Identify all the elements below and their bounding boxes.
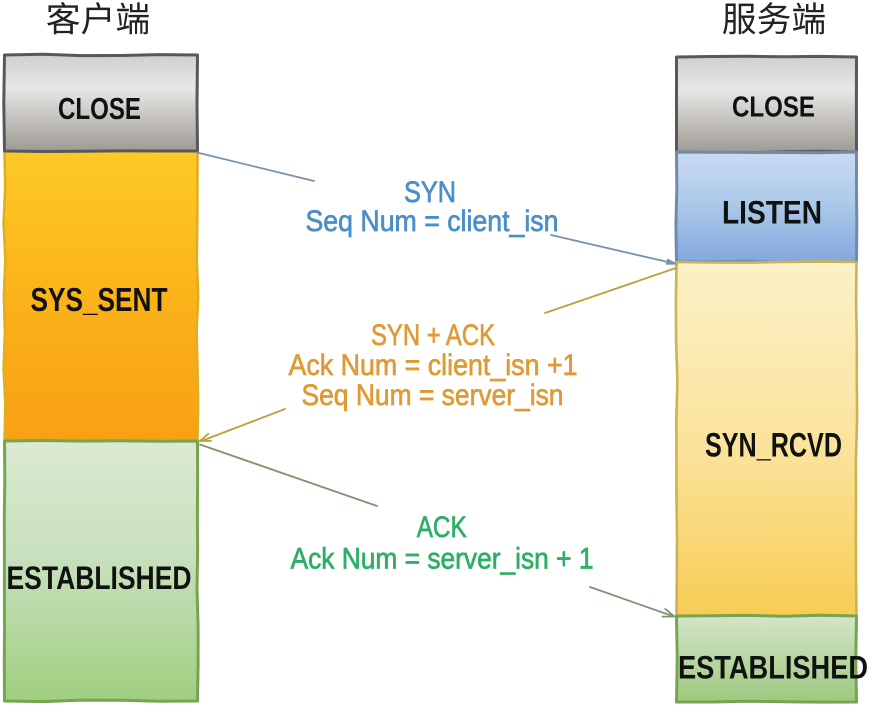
svg-text:Ack Num = client_isn +1: Ack Num = client_isn +1	[289, 349, 578, 382]
svg-text:ESTABLISHED: ESTABLISHED	[678, 650, 868, 686]
svg-text:Ack Num = server_isn + 1: Ack Num = server_isn + 1	[291, 542, 594, 575]
svg-text:ACK: ACK	[417, 511, 467, 544]
svg-text:CLOSE: CLOSE	[58, 91, 141, 126]
svg-text:SYN_RCVD: SYN_RCVD	[705, 427, 842, 465]
svg-text:SYS_SENT: SYS_SENT	[31, 281, 168, 318]
svg-text:SYN: SYN	[404, 176, 456, 209]
svg-text:ESTABLISHED: ESTABLISHED	[7, 560, 192, 596]
svg-text:LISTEN: LISTEN	[722, 195, 822, 231]
svg-text:Seq Num = client_isn: Seq Num = client_isn	[306, 205, 559, 238]
svg-text:Seq Num = server_isn: Seq Num = server_isn	[302, 379, 564, 412]
svg-text:SYN + ACK: SYN + ACK	[371, 319, 495, 352]
svg-text:CLOSE: CLOSE	[732, 91, 815, 123]
